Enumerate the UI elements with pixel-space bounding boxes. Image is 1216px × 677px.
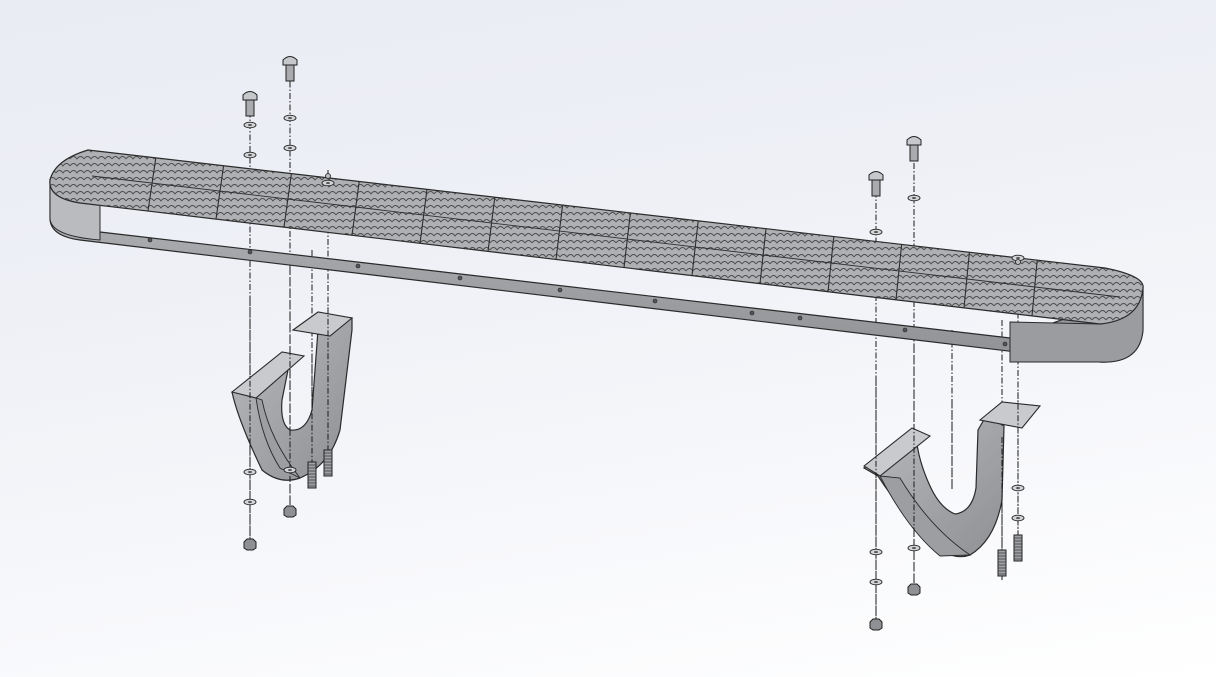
bolt bbox=[242, 91, 258, 117]
bracket-right-flange bbox=[879, 475, 972, 557]
bolt-head bbox=[906, 136, 922, 146]
threaded-bolt bbox=[323, 449, 333, 477]
bolt-shank bbox=[871, 179, 881, 197]
mounting-hole bbox=[147, 237, 153, 243]
washer-hole bbox=[874, 551, 878, 553]
pin bbox=[325, 173, 331, 179]
washer-hole bbox=[288, 469, 292, 471]
washer-hole bbox=[1016, 257, 1020, 259]
fastener-hardware bbox=[242, 56, 1025, 631]
tread-panel-divider bbox=[147, 157, 157, 212]
tread-panel-divider bbox=[555, 205, 564, 260]
hex-nut bbox=[907, 583, 921, 596]
washer-hole bbox=[1016, 517, 1020, 519]
washer-hole bbox=[248, 501, 252, 503]
bolt-shank bbox=[909, 144, 919, 162]
fastener-axes-back bbox=[249, 70, 1019, 625]
tread-panel-divider bbox=[419, 189, 428, 244]
tread-panel-divider bbox=[1031, 260, 1038, 316]
washer-hole bbox=[248, 124, 252, 126]
threaded-bolt bbox=[1013, 534, 1023, 562]
mounting-hole bbox=[902, 327, 908, 333]
threaded-bolt bbox=[307, 461, 317, 489]
tread-panel-divider bbox=[623, 212, 631, 268]
step-side-holes bbox=[147, 237, 1008, 347]
tread-panel-divider bbox=[215, 165, 225, 220]
washer-hole bbox=[874, 231, 878, 233]
tread-panel-divider bbox=[827, 236, 835, 292]
washer-hole bbox=[288, 147, 292, 149]
tread-panel-divider bbox=[351, 181, 360, 236]
washer-hole bbox=[874, 581, 878, 583]
bracket-left-body bbox=[231, 313, 353, 481]
tread-panel-divider bbox=[963, 252, 970, 308]
washer-hole bbox=[248, 471, 252, 473]
bracket-left-flange bbox=[255, 397, 301, 479]
tread-panel-divider bbox=[895, 244, 903, 300]
washer-hole bbox=[912, 197, 916, 199]
washer-hole bbox=[1016, 487, 1020, 489]
threaded-bolt bbox=[997, 549, 1007, 577]
washer-hole bbox=[326, 182, 330, 184]
bolt-shank bbox=[285, 64, 295, 82]
pin bbox=[1015, 259, 1021, 265]
running-board-step[interactable] bbox=[49, 149, 1144, 363]
bolt bbox=[868, 171, 884, 197]
bolt bbox=[282, 56, 298, 82]
tread-panel-divider bbox=[759, 228, 767, 284]
bolt-head bbox=[868, 171, 884, 181]
bracket-left-tab-top bbox=[291, 311, 354, 337]
hex-nut bbox=[869, 618, 883, 631]
hex-nut bbox=[243, 538, 257, 551]
tread-panel-divider bbox=[691, 220, 699, 276]
mounting-hole bbox=[797, 315, 803, 321]
mounting-hole bbox=[749, 310, 755, 316]
washer-hole bbox=[288, 117, 292, 119]
bolt bbox=[906, 136, 922, 162]
tread-panel-divider bbox=[487, 197, 496, 252]
mounting-hole bbox=[557, 287, 563, 293]
bolt-head bbox=[242, 91, 258, 101]
mounting-hole bbox=[1002, 341, 1008, 347]
mounting-hole bbox=[355, 263, 361, 269]
bolt-shank bbox=[245, 99, 255, 117]
bracket-right-tab-right bbox=[978, 401, 1042, 429]
tread-panel-lines bbox=[91, 157, 1121, 316]
washer-hole bbox=[912, 547, 916, 549]
step-tread-grating bbox=[49, 150, 1144, 324]
hex-nut bbox=[283, 505, 297, 518]
washer-hole bbox=[248, 154, 252, 156]
mounting-hole bbox=[652, 298, 658, 304]
bolt-head bbox=[282, 56, 298, 66]
mounting-hole bbox=[247, 249, 253, 255]
tread-panel-divider bbox=[283, 173, 292, 228]
tread-center-rail bbox=[91, 175, 1121, 298]
mounting-hole bbox=[457, 275, 463, 281]
